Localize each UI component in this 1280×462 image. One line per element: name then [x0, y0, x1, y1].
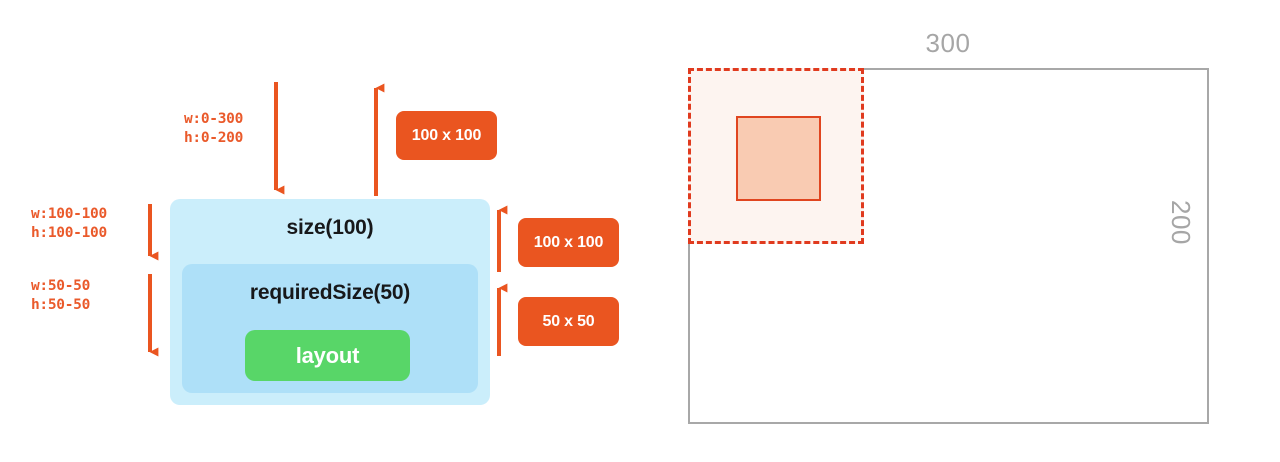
required-size-rect [736, 116, 821, 201]
constraints-inner-label: w:50-50 h:50-50 [31, 278, 91, 313]
size-box-label: size(100) [286, 216, 374, 239]
badge-reported-size-outer: 100 x 100 [518, 218, 619, 267]
constraints-outer-label: w:100-100 h:100-100 [31, 206, 107, 241]
required-size-box-label: requiredSize(50) [249, 281, 411, 304]
badge-reported-size-inner: 50 x 50 [518, 297, 619, 346]
canvas-width-label: 300 [925, 28, 971, 58]
badge-reported-size-top: 100 x 100 [396, 111, 497, 160]
constraints-incoming-label: w:0-300 h:0-200 [184, 111, 244, 146]
layout-button[interactable]: layout [245, 330, 410, 381]
canvas-height-label: 200 [1166, 200, 1196, 245]
